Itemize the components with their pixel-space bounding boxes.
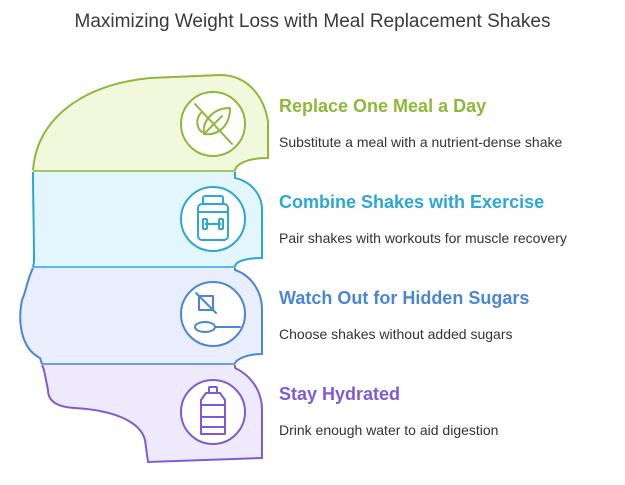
supplement-jar-icon [197, 195, 229, 241]
outline-segment-4 [41, 364, 263, 464]
step-title-hydrated: Stay Hydrated [279, 384, 401, 404]
icon-replace-meal [180, 91, 246, 157]
no-food-icon [194, 103, 233, 145]
water-bottle-icon [200, 386, 226, 435]
step-title-exercise: Combine Shakes with Exercise [279, 192, 545, 212]
step-title-sugars: Watch Out for Hidden Sugars [279, 288, 530, 308]
step-title-replace-meal: Replace One Meal a Day [279, 96, 487, 116]
step-desc-exercise: Pair shakes with workouts for muscle rec… [279, 230, 567, 246]
step-desc-sugars: Choose shakes without added sugars [279, 326, 513, 342]
step-desc-replace-meal: Substitute a meal with a nutrient-dense … [279, 134, 563, 150]
diagram-title: Maximizing Weight Loss with Meal Replace… [74, 11, 551, 32]
outline-segment-3 [19, 267, 263, 365]
icon-sugars [180, 281, 246, 347]
step-desc-hydrated: Drink enough water to aid digestion [279, 422, 499, 438]
icon-hydrated [180, 379, 246, 445]
outline-segment-2 [32, 171, 263, 268]
outline-segment-1 [32, 73, 269, 172]
icon-exercise [180, 186, 246, 252]
no-sugar-spoon-icon [194, 292, 241, 333]
